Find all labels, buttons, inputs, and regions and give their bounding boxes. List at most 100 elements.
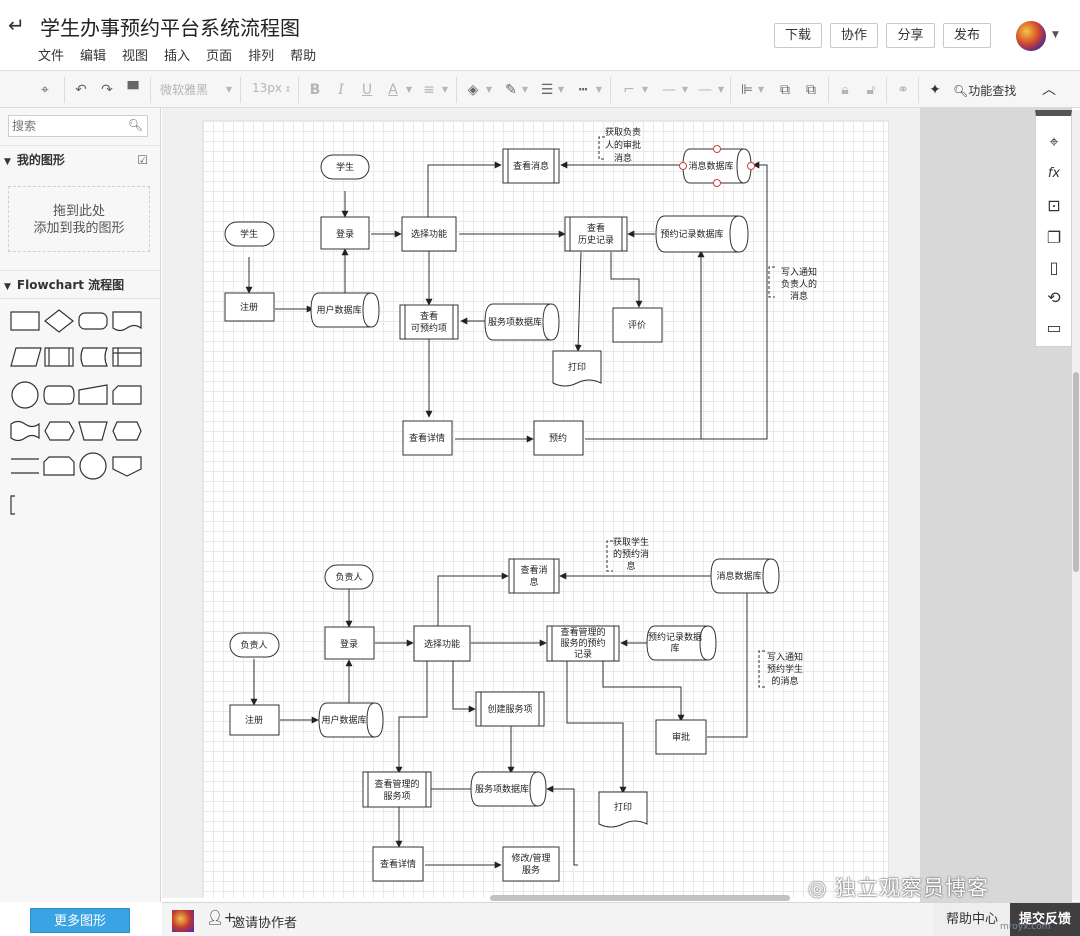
edit-icon[interactable]: ☑ (137, 153, 148, 167)
connector-icon[interactable]: ⌐ (623, 82, 635, 98)
node-manager[interactable] (229, 632, 280, 658)
chevron-down-icon[interactable]: ▼ (757, 85, 765, 94)
canvas-area[interactable]: 学生 学生 登录 注册 用户数据库 选择功能 查看消息 消息数据库 查看 历史记… (162, 108, 920, 898)
underline-icon[interactable]: U (361, 82, 373, 98)
horizontal-scrollbar[interactable] (490, 895, 790, 901)
node-view-message[interactable] (502, 148, 560, 184)
search-icon[interactable]: 🔍︎ (127, 118, 143, 132)
chevron-down-icon[interactable]: ▼ (641, 85, 649, 94)
node-message-db[interactable] (679, 145, 755, 187)
node-reserve-db[interactable] (655, 215, 749, 253)
node-student-top[interactable] (320, 154, 370, 180)
node-user-db[interactable] (310, 292, 380, 328)
menu-file[interactable]: 文件 (38, 49, 65, 64)
navigator-icon[interactable]: ⌖ (1049, 132, 1059, 151)
history-icon[interactable]: ⟲ (1047, 288, 1061, 307)
lock-icon[interactable]: 🔒︎ (841, 82, 849, 98)
send-back-icon[interactable]: ⧉ (806, 82, 816, 98)
chevron-down-icon[interactable]: ▼ (717, 85, 725, 94)
chevron-down-icon[interactable]: ▼ (485, 85, 493, 94)
avatar[interactable] (1016, 21, 1046, 51)
node-view-detail[interactable] (402, 420, 453, 456)
node-view-detail-2[interactable] (372, 846, 424, 882)
node-print[interactable] (552, 350, 602, 387)
node-message-db-2[interactable] (710, 558, 780, 594)
node-view-bookable[interactable] (399, 304, 459, 340)
copy-pages-icon[interactable]: ❐ (1046, 228, 1062, 247)
align-icon[interactable]: ≡ (423, 82, 435, 98)
redo-icon[interactable]: ↷ (101, 82, 113, 98)
node-approve[interactable] (655, 719, 707, 755)
line-style-icon[interactable]: ┅ (578, 82, 588, 98)
menu-insert[interactable]: 插入 (164, 49, 191, 64)
feature-search[interactable]: 🔍︎功能查找 (953, 82, 1016, 99)
menu-help[interactable]: 帮助 (290, 49, 317, 64)
chevron-down-icon[interactable]: ▼ (595, 85, 603, 94)
chevron-down-icon[interactable]: ▼ (681, 85, 689, 94)
help-center-button[interactable]: 帮助中心 (934, 903, 1010, 936)
feedback-button[interactable]: 提交反馈 (1010, 903, 1080, 936)
bold-icon[interactable]: B (309, 82, 321, 98)
formula-icon[interactable]: fx (1047, 166, 1061, 181)
vertical-scrollbar-thumb[interactable] (1073, 372, 1079, 572)
node-reserve-db-2[interactable] (646, 625, 717, 661)
chevron-down-icon[interactable]: ▼ (225, 85, 233, 94)
my-shapes-header[interactable]: ▼我的图形 ☑ (0, 145, 160, 173)
menu-page[interactable]: 页面 (206, 49, 233, 64)
chevron-down-icon[interactable]: ▼ (521, 85, 529, 94)
node-login[interactable] (320, 216, 370, 250)
collapse-toolbar-icon[interactable]: ︿ (1042, 82, 1056, 98)
link-icon[interactable]: ⚭ (897, 82, 909, 98)
node-service-db[interactable] (484, 303, 560, 341)
italic-icon[interactable]: I (338, 82, 344, 98)
menu-arrange[interactable]: 排列 (248, 49, 275, 64)
comment-icon[interactable]: ▭ (1046, 318, 1062, 337)
collaborate-button[interactable]: 协作 (830, 23, 878, 48)
node-user-db-2[interactable] (318, 702, 384, 738)
align-objects-icon[interactable]: ⊫ (740, 82, 754, 98)
node-create-service[interactable] (475, 691, 545, 727)
node-student[interactable] (224, 221, 275, 247)
download-button[interactable]: 下载 (774, 23, 822, 48)
node-register-2[interactable] (229, 704, 280, 736)
line-width-icon[interactable]: ☰ (540, 82, 554, 98)
back-arrow-icon[interactable]: ↵ (8, 13, 25, 37)
canvas-page[interactable]: 学生 学生 登录 注册 用户数据库 选择功能 查看消息 消息数据库 查看 历史记… (202, 120, 889, 898)
invite-collaborator-link[interactable]: 邀请协作者 (232, 916, 298, 931)
share-button[interactable]: 分享 (886, 23, 935, 48)
font-size-select[interactable]: 13px (252, 81, 282, 95)
chevron-down-icon[interactable]: ▼ (441, 85, 449, 94)
node-modify-service[interactable] (502, 846, 560, 882)
font-family-select[interactable]: 微软雅黑 (160, 83, 209, 97)
menu-view[interactable]: 视图 (122, 49, 149, 64)
chevron-down-icon[interactable]: ▼ (1052, 30, 1059, 40)
page-icon[interactable]: ▯ (1049, 258, 1059, 277)
node-reserve[interactable] (533, 420, 584, 456)
shape-search-input[interactable] (9, 116, 121, 136)
my-shapes-drop-zone[interactable]: 拖到此处 添加到我的图形 (8, 186, 150, 252)
line-start-icon[interactable]: — (662, 82, 676, 98)
node-view-services[interactable] (362, 771, 432, 808)
node-view-message-2[interactable] (508, 558, 560, 594)
magic-wand-icon[interactable]: ✦ (929, 82, 941, 98)
paint-format-icon[interactable]: ▀ (127, 82, 139, 98)
page-settings-icon[interactable]: ⊡ (1047, 196, 1061, 215)
line-end-icon[interactable]: — (698, 82, 712, 98)
node-login-2[interactable] (324, 626, 375, 660)
stepper-icon[interactable]: ⇕ (284, 85, 292, 94)
font-color-icon[interactable]: A (388, 82, 398, 98)
bring-front-icon[interactable]: ⧉ (780, 82, 790, 98)
menu-edit[interactable]: 编辑 (80, 49, 107, 64)
collaborator-avatar[interactable] (172, 910, 194, 932)
format-brush-icon[interactable]: ⌖ (41, 82, 49, 98)
add-user-icon[interactable]: 👤︎+ (206, 910, 236, 926)
fill-color-icon[interactable]: ◈ (467, 82, 479, 98)
more-shapes-button[interactable]: 更多图形 (30, 908, 130, 933)
node-select-func-2[interactable] (413, 625, 471, 662)
node-select-func[interactable] (401, 216, 457, 252)
node-evaluate[interactable] (612, 307, 663, 343)
node-print-2[interactable] (598, 791, 648, 828)
undo-icon[interactable]: ↶ (75, 82, 87, 98)
line-color-icon[interactable]: ✎ (505, 82, 517, 98)
flowchart-header[interactable]: ▼Flowchart 流程图 (0, 270, 160, 298)
